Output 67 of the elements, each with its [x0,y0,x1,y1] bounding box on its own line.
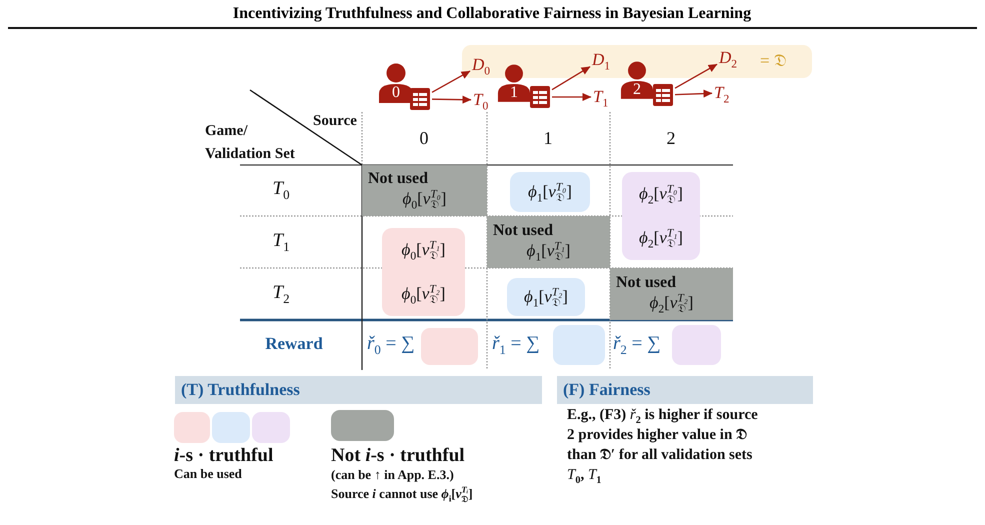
arrow [674,90,712,98]
highlight-box [507,278,585,316]
source-number: 2 [633,81,641,98]
note-text: Source i cannot use ϕ$_{i}$[ν$^{Tᵢ}$$_{𝔇}$] [331,484,473,505]
highlight-box [510,172,590,212]
column-header: 1 [544,128,552,148]
formula-text: ϕ$_{1}$[ν$^{T₀}$$_{𝔇}$] [528,180,572,204]
arrow [432,70,470,93]
cell-note: Not used [493,222,554,238]
highlight-box [622,172,700,260]
row-header: T$_{1}$ [272,230,290,252]
formula-text: ϕ$_{2}$[ν$^{T₀}$$_{𝔇}$] [639,182,683,206]
row-header: T$_{0}$ [272,178,290,200]
arrow [552,93,592,101]
cell-note: Not used [368,170,428,187]
header-label: Source [313,112,357,130]
variable-label: T$_{0}$ [473,90,488,110]
shaded-cell [610,268,733,320]
swatch-icon [212,412,250,443]
highlight-box [421,328,478,365]
formula-text: ř$_{0}$ = ∑ [367,333,415,355]
highlight-box [382,228,465,316]
arrow [432,96,472,104]
column-header: 2 [666,128,676,148]
note-text: (can be ↑ in App. E.3.) [331,467,454,482]
formula-text: ř$_{2}$ = ∑ [613,333,661,355]
highlight-band [462,45,812,78]
arrow [674,64,718,89]
row-header: T$_{2}$ [272,282,290,304]
variable-label: D$_{0}$ [472,55,490,75]
source-number: 0 [392,84,400,101]
formula-text: ϕ$_{2}$[ν$^{T₁}$$_{𝔇}$] [639,226,683,250]
formula-text: ϕ$_{1}$[ν$^{T₁}$$_{𝔇}$] [526,238,570,262]
swatch-icon [174,412,210,443]
swatch-icon [252,412,290,443]
caption-text: Not i-s · truthful [331,445,465,466]
note-text: Can be used [174,466,242,481]
variable-label: D$_{1}$ [592,50,610,70]
highlight-box [553,325,605,365]
formula-text: ϕ$_{1}$[ν$^{T₂}$$_{𝔇}$] [524,285,568,309]
shaded-cell [362,165,487,216]
note-text: E.g., (F3) ř$_{2}$ is higher if source 2 provides higher value in 𝔇 than 𝔇′ for all validation sets T$_{0}$, T$_{1}$ [567,406,759,485]
cell-note: Not used [616,274,676,290]
column-header: 0 [420,128,428,148]
formula-text: ř$_{1}$ = ∑ [492,333,540,355]
formula-text: ϕ$_{2}$[ν$^{T₂}$$_{𝔇}$] [650,290,694,314]
caption-text: i-s · truthful [174,445,274,466]
row-header: Reward [265,334,323,354]
table-icon [530,86,550,108]
formula-text: ϕ$_{0}$[ν$^{T₂}$$_{𝔇}$] [402,282,446,306]
arrow [552,66,590,90]
header-label: Game/ Validation Set [205,122,296,164]
variable-label: T$_{1}$ [593,87,608,107]
page-title: Incentivizing Truthfulness and Collaborative Fairness in Bayesian Learning [232,5,752,23]
variable-label: D$_{2}$ [719,48,738,68]
source-number: 1 [510,84,518,101]
highlight-box [672,325,721,365]
swatch-icon [331,410,394,441]
formula-text: ϕ$_{0}$[ν$^{T₀}$$_{𝔇}$] [402,187,446,211]
shaded-cell [487,216,610,268]
table-icon [410,88,430,110]
formula-text: ϕ$_{0}$[ν$^{T₁}$$_{𝔇}$] [402,238,446,262]
section-header: (F) Fairness [557,376,813,404]
equation-label: = 𝔇 [760,51,787,71]
section-header: (T) Truthfulness [175,376,542,404]
table-icon [653,84,673,106]
variable-label: T$_{2}$ [714,83,730,103]
